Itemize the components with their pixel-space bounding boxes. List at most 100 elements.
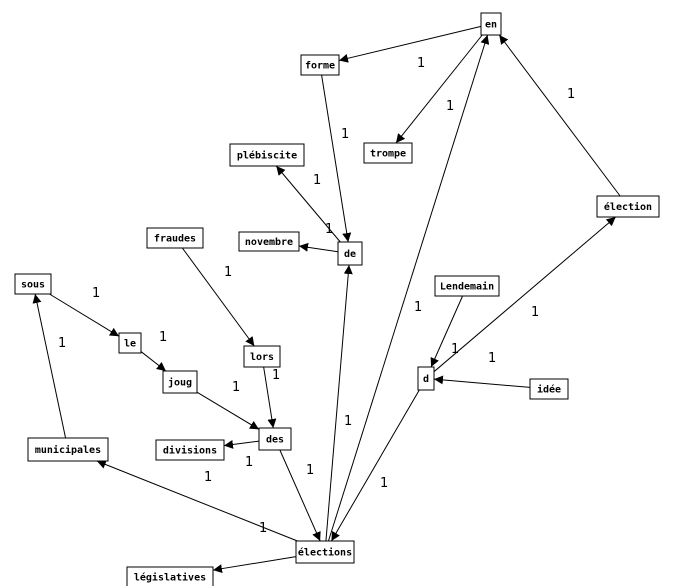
node-en[interactable]: en: [480, 12, 502, 36]
node-le[interactable]: le: [118, 332, 142, 354]
edge-weight-en-to-trompe: 1: [446, 99, 454, 114]
edge-weight-le-to-joug: 1: [159, 330, 167, 345]
edge-municipales-to-sous: [32, 293, 67, 439]
node-box-legislatives: [126, 566, 214, 586]
node-box-joug: [162, 370, 198, 394]
node-sous[interactable]: sous: [14, 273, 52, 295]
edge-weight-lendemain-to-d: 1: [451, 342, 459, 357]
edge-idee-to-d: [433, 375, 531, 388]
edge-elections-to-en: [327, 34, 490, 542]
node-de[interactable]: de: [337, 241, 363, 266]
edge-weight-elections-to-de: 1: [344, 414, 352, 429]
edge-weight-sous-to-le: 1: [92, 286, 100, 301]
edge-elections-to-de: [325, 264, 353, 542]
node-label-le: le: [124, 339, 136, 350]
node-novembre[interactable]: novembre: [238, 231, 300, 252]
edge-lendemain-to-d: [430, 295, 464, 368]
edge-des-to-elections: [279, 449, 321, 542]
edge-de-to-novembre: [298, 242, 339, 253]
edge-weight-municipales-to-sous: 1: [58, 336, 66, 351]
node-election[interactable]: élection: [596, 195, 660, 218]
node-label-trompe: trompe: [370, 149, 406, 160]
node-forme[interactable]: forme: [300, 54, 340, 76]
edge-weight-de-to-plebiscite: 1: [313, 173, 321, 188]
edge-weight-elections-to-municipales: 1: [204, 470, 212, 485]
edge-le-to-joug: [140, 351, 167, 372]
edge-weight-de-to-novembre: 1: [325, 222, 333, 237]
node-label-forme: forme: [305, 61, 335, 72]
node-label-fraudes: fraudes: [154, 234, 196, 245]
node-box-fraudes: [146, 227, 204, 249]
edge-weight-elections-to-legislatives: 1: [259, 521, 267, 536]
edge-fraudes-to-lors: [181, 247, 255, 347]
node-box-lendemain: [434, 275, 500, 297]
edge-d-to-elections: [330, 389, 420, 542]
node-fraudes[interactable]: fraudes: [146, 227, 204, 249]
edge-d-to-election: [433, 216, 616, 373]
node-trompe[interactable]: trompe: [363, 142, 413, 164]
node-box-trompe: [363, 142, 413, 164]
edge-weight-d-to-election: 1: [531, 305, 539, 320]
nodes-layer: en forme trompe plébiscite élection fraudes no…: [14, 12, 660, 586]
edge-election-to-en: [498, 34, 621, 197]
node-label-d: d: [423, 374, 429, 385]
node-box-lors: [243, 345, 281, 368]
edge-weight-elections-to-en: 1: [414, 300, 422, 315]
edge-weight-en-to-forme: 1: [417, 56, 425, 71]
edge-weight-election-to-en: 1: [567, 87, 575, 102]
edge-weight-lors-to-des: 1: [272, 368, 280, 383]
node-label-election: élection: [604, 201, 652, 213]
node-label-joug: joug: [168, 377, 192, 389]
node-label-sous: sous: [21, 280, 45, 291]
node-des[interactable]: des: [258, 427, 292, 451]
node-label-municipales: municipales: [35, 444, 101, 456]
node-divisions[interactable]: divisions: [155, 439, 225, 461]
edge-forme-to-de: [321, 74, 352, 243]
edge-joug-to-des: [196, 391, 260, 430]
node-idee[interactable]: idée: [529, 378, 569, 400]
edge-weight-forme-to-de: 1: [341, 127, 349, 142]
edge-elections-to-legislatives: [212, 556, 297, 574]
edge-weight-des-to-elections: 1: [306, 463, 314, 478]
node-box-des: [258, 427, 292, 451]
node-lendemain[interactable]: Lendemain: [434, 275, 500, 297]
edge-lors-to-des: [263, 366, 277, 429]
edge-weight-d-to-elections: 1: [380, 476, 388, 491]
node-box-idee: [529, 378, 569, 400]
node-label-plebiscite: plébiscite: [237, 150, 297, 162]
node-box-forme: [300, 54, 340, 76]
node-label-des: des: [266, 435, 284, 446]
node-joug[interactable]: joug: [162, 370, 198, 394]
node-label-en: en: [485, 20, 497, 31]
node-legislatives[interactable]: législatives: [126, 566, 214, 586]
node-box-divisions: [155, 439, 225, 461]
node-label-idee: idée: [537, 384, 561, 396]
node-box-plebiscite: [229, 143, 305, 167]
edge-des-to-divisions: [223, 439, 260, 449]
node-box-election: [596, 195, 660, 218]
node-box-de: [337, 241, 363, 266]
edge-en-to-forme: [338, 25, 482, 63]
node-box-sous: [14, 273, 52, 295]
node-label-de: de: [344, 249, 356, 260]
edge-sous-to-le: [49, 293, 120, 337]
node-lors[interactable]: lors: [243, 345, 281, 368]
node-elections[interactable]: élections: [295, 540, 355, 564]
node-box-municipales: [27, 437, 109, 462]
edges-layer: [32, 25, 621, 574]
node-d[interactable]: d: [417, 366, 435, 391]
edge-de-to-plebiscite: [275, 165, 341, 243]
node-plebiscite[interactable]: plébiscite: [229, 143, 305, 167]
edge-en-to-trompe: [395, 34, 483, 144]
node-label-legislatives: législatives: [134, 572, 206, 584]
node-label-divisions: divisions: [163, 445, 217, 457]
node-municipales[interactable]: municipales: [27, 437, 109, 462]
node-label-novembre: novembre: [245, 237, 293, 248]
edge-weight-des-to-divisions: 1: [245, 455, 253, 470]
edge-weight-fraudes-to-lors: 1: [224, 265, 232, 280]
node-label-elections: élections: [298, 547, 352, 559]
node-label-lors: lors: [250, 352, 274, 363]
node-box-le: [118, 332, 142, 354]
